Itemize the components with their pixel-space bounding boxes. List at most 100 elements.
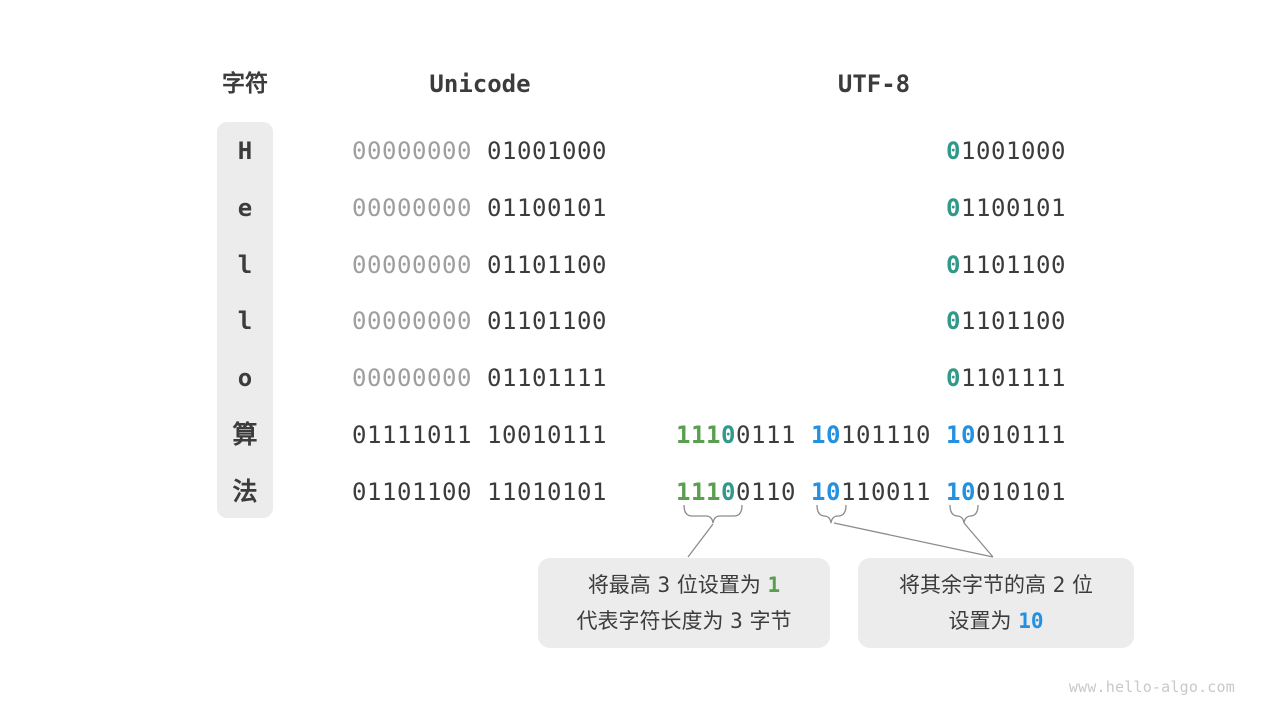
unicode-bits-cell: 00000000 01101100 bbox=[280, 249, 607, 281]
connector-line bbox=[833, 522, 994, 558]
bit-segment: 01111011 bbox=[352, 421, 472, 449]
bit-segment: 01100101 bbox=[487, 194, 607, 222]
bit-segment: 11010101 bbox=[487, 478, 607, 506]
bit-segment: 10010111 bbox=[487, 421, 607, 449]
bit-segment: 010101 bbox=[976, 478, 1066, 506]
bit-segment bbox=[796, 478, 811, 506]
bit-segment: 0 bbox=[946, 194, 961, 222]
highlighted-bits-text: 10 bbox=[1018, 609, 1044, 633]
unicode-bits-cell: 00000000 01001000 bbox=[280, 135, 607, 167]
callout-text: 代表字符长度为 bbox=[576, 609, 731, 633]
bit-segment bbox=[931, 421, 946, 449]
callout-text: 2 bbox=[1052, 573, 1066, 597]
callout-text: 字节 bbox=[742, 609, 792, 633]
bit-segment: 101110 bbox=[841, 421, 931, 449]
character-column-background bbox=[217, 122, 273, 518]
bit-segment: 10 bbox=[946, 478, 976, 506]
highlighted-bits-text: 1 bbox=[767, 573, 781, 597]
bit-segment: 00000000 bbox=[352, 364, 472, 392]
callout-text: 将最高 bbox=[587, 573, 658, 597]
callout-text: 3 bbox=[657, 573, 671, 597]
unicode-bits-cell: 01111011 10010111 bbox=[280, 419, 607, 451]
bit-segment: 0 bbox=[721, 478, 736, 506]
bit-segment bbox=[472, 307, 487, 335]
bit-segment bbox=[931, 478, 946, 506]
watermark: www.hello-algo.com bbox=[1068, 678, 1235, 696]
bit-segment: 1001000 bbox=[961, 137, 1066, 165]
callout-text-line: 将其余字节的高 2 位 bbox=[899, 567, 1093, 603]
bit-segment bbox=[472, 251, 487, 279]
unicode-bits-cell: 00000000 01100101 bbox=[280, 192, 607, 224]
character-cell: H bbox=[237, 137, 253, 165]
bit-segment: 00000000 bbox=[352, 194, 472, 222]
bit-segment bbox=[472, 137, 487, 165]
bit-segment: 0 bbox=[946, 307, 961, 335]
unicode-bits-cell: 01101100 11010101 bbox=[280, 476, 607, 508]
bit-segment: 10 bbox=[946, 421, 976, 449]
callout-text: 3 bbox=[730, 609, 743, 633]
utf8-bits-cell: 11100110 10110011 10010101 bbox=[599, 476, 1066, 508]
unicode-bits-cell: 00000000 01101111 bbox=[280, 362, 607, 394]
callout-text-line: 将最高 3 位设置为 1 bbox=[588, 567, 780, 603]
bit-segment: 111 bbox=[676, 478, 721, 506]
character-cell: e bbox=[237, 194, 253, 222]
bit-segment: 01101111 bbox=[487, 364, 607, 392]
bit-segment: 110011 bbox=[841, 478, 931, 506]
utf8-bits-cell: 11100111 10101110 10010111 bbox=[599, 419, 1066, 451]
bit-segment: 00000000 bbox=[352, 137, 472, 165]
bit-segment: 1101111 bbox=[961, 364, 1066, 392]
utf8-bits-cell: 01101100 bbox=[599, 249, 1066, 281]
bit-segment bbox=[472, 194, 487, 222]
character-cell: 法 bbox=[232, 477, 258, 506]
column-header-character: 字符 bbox=[222, 71, 268, 97]
bit-segment: 111 bbox=[676, 421, 721, 449]
bit-segment: 1100101 bbox=[961, 194, 1066, 222]
unicode-bits-cell: 00000000 01101100 bbox=[280, 305, 607, 337]
utf8-bits-cell: 01101111 bbox=[599, 362, 1066, 394]
bit-segment: 1101100 bbox=[961, 307, 1066, 335]
column-header-utf8: UTF-8 bbox=[837, 70, 911, 98]
bit-segment: 01101100 bbox=[352, 478, 472, 506]
bit-segment: 10 bbox=[811, 421, 841, 449]
character-cell: o bbox=[237, 364, 253, 392]
bit-segment bbox=[472, 364, 487, 392]
bit-segment: 0 bbox=[946, 137, 961, 165]
bit-segment bbox=[796, 421, 811, 449]
bit-segment bbox=[472, 478, 487, 506]
bit-segment: 0 bbox=[946, 251, 961, 279]
character-cell: 算 bbox=[232, 420, 258, 449]
connector-line bbox=[687, 523, 714, 558]
bit-segment: 0111 bbox=[736, 421, 796, 449]
utf8-bits-cell: 01100101 bbox=[599, 192, 1066, 224]
bit-segment: 10 bbox=[811, 478, 841, 506]
callout-text: 位 bbox=[1065, 573, 1094, 597]
callout-continuation-bits: 将其余字节的高 2 位设置为 10 bbox=[858, 558, 1134, 648]
bit-segment: 01001000 bbox=[487, 137, 607, 165]
bit-segment: 00000000 bbox=[352, 251, 472, 279]
utf8-bits-cell: 01001000 bbox=[599, 135, 1066, 167]
callout-text: 将其余字节的高 bbox=[898, 573, 1053, 597]
column-header-unicode: Unicode bbox=[429, 70, 531, 98]
callout-text-line: 代表字符长度为 3 字节 bbox=[576, 603, 791, 639]
bit-segment: 0 bbox=[721, 421, 736, 449]
bit-segment: 1101100 bbox=[961, 251, 1066, 279]
bit-segment: 00000000 bbox=[352, 307, 472, 335]
connector-line bbox=[963, 522, 994, 558]
callout-text: 位设置为 bbox=[670, 573, 768, 597]
bit-segment bbox=[472, 421, 487, 449]
bit-segment: 01101100 bbox=[487, 251, 607, 279]
callout-text: 设置为 bbox=[948, 609, 1019, 633]
utf8-bits-cell: 01101100 bbox=[599, 305, 1066, 337]
callout-text-line: 设置为 10 bbox=[949, 603, 1044, 639]
bit-segment: 010111 bbox=[976, 421, 1066, 449]
bit-segment: 0110 bbox=[736, 478, 796, 506]
